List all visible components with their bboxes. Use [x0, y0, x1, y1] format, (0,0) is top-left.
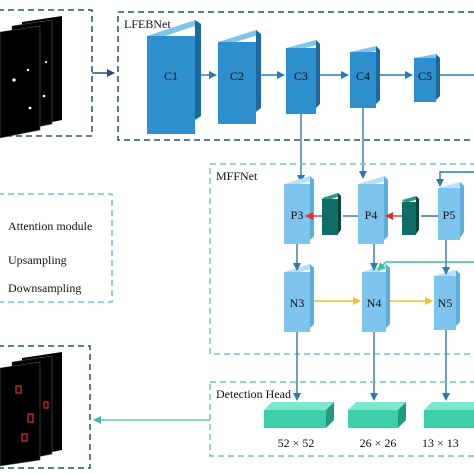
attention-module-1 — [322, 193, 341, 235]
backbone-block-c2: C2 — [218, 30, 261, 124]
pyramid-block-p3: P3 — [284, 176, 314, 244]
backbone-block-c4: C4 — [350, 46, 380, 108]
backbone-block-c5: C5 — [414, 54, 440, 102]
detection-head-box — [209, 381, 474, 457]
arrow-c5-p5 — [436, 171, 474, 187]
head-block-13 — [424, 402, 474, 428]
bottomup-label-n5: N5 — [438, 296, 453, 310]
backbone-label-c5: C5 — [418, 69, 432, 83]
bottomup-block-n3: N3 — [284, 264, 314, 332]
legend-upsampling: Upsampling — [8, 253, 67, 267]
detection-head-title: Detection Head — [216, 387, 291, 401]
pyramid-label-p4: P4 — [365, 208, 378, 222]
head-label-26: 26 × 26 — [360, 436, 397, 450]
mffnet-box — [209, 163, 474, 355]
backbone-label-c3: C3 — [294, 69, 308, 83]
backbone-block-c3: C3 — [286, 40, 320, 114]
bottomup-block-n4: N4 — [362, 264, 390, 332]
output-image-stack — [0, 345, 91, 469]
mffnet-title: MFFNet — [216, 169, 258, 183]
backbone-block-c1: C1 — [147, 20, 201, 134]
lfebnet-title: LFEBNet — [124, 17, 171, 31]
head-block-26 — [348, 402, 406, 428]
head-label-13: 13 × 13 — [422, 436, 459, 450]
backbone-label-c4: C4 — [356, 69, 370, 83]
legend-downsampling: Downsampling — [8, 281, 81, 295]
pyramid-block-p5: P5 — [438, 182, 464, 240]
input-image-stack — [0, 9, 93, 139]
backbone-label-c1: C1 — [164, 69, 178, 83]
bottomup-label-n4: N4 — [367, 296, 382, 310]
bottomup-block-n5: N5 — [434, 270, 460, 330]
legend-attention: Attention module — [8, 219, 92, 233]
bottomup-label-n3: N3 — [290, 296, 305, 310]
lfebnet-box — [117, 11, 474, 141]
head-block-52 — [264, 402, 334, 428]
pyramid-block-p4: P4 — [358, 176, 388, 244]
head-label-52: 52 × 52 — [278, 436, 315, 450]
attention-module-2 — [402, 196, 419, 235]
skip-connection-arrow — [377, 261, 474, 271]
backbone-label-c2: C2 — [230, 69, 244, 83]
pyramid-label-p5: P5 — [443, 208, 456, 222]
pyramid-label-p3: P3 — [291, 208, 304, 222]
